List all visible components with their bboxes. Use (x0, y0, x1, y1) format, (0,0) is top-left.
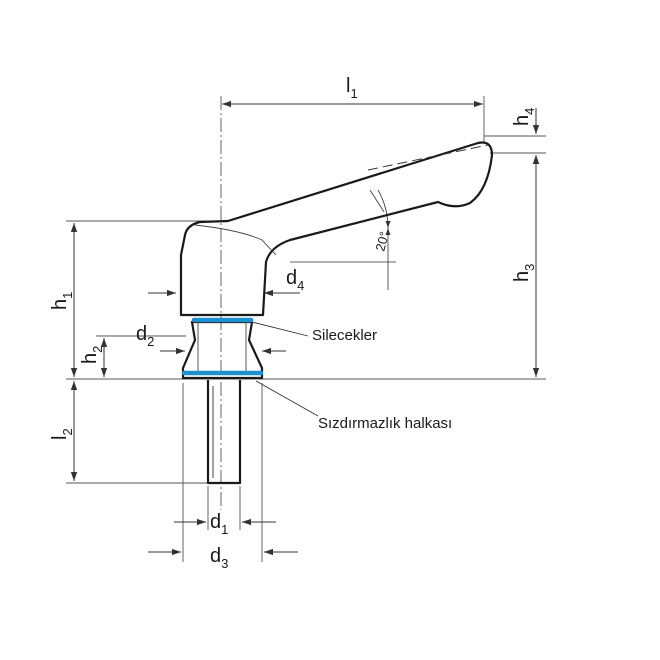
h1-label: h1 (49, 292, 75, 310)
threaded-stud (206, 380, 242, 485)
h3-label: h3 (511, 264, 537, 282)
angle-label: 20° (372, 230, 392, 253)
seals (181, 317, 264, 376)
hub-neck (181, 320, 264, 380)
l2-label: l2 (49, 428, 75, 440)
h2-label: h2 (79, 346, 105, 364)
angle-label-group: 20° (372, 230, 392, 253)
d2-label: d2 (136, 323, 154, 349)
wipers-callout: Silecekler (312, 327, 377, 344)
angle-arc (377, 189, 391, 229)
d1-label: d1 (210, 511, 228, 537)
h1-label-group: h1 (49, 292, 75, 310)
l1-label: l1 (346, 75, 358, 101)
wipers-leader (251, 321, 309, 337)
lever-section-line (369, 189, 385, 213)
d3-label: d3 (210, 545, 228, 571)
callout-leaders (251, 321, 319, 417)
h2-label-group: h2 (79, 346, 105, 364)
hub-details (194, 224, 277, 372)
seal-ring-leader (255, 380, 319, 417)
h4-label: h4 (511, 108, 537, 126)
d4-label: d4 (286, 267, 304, 293)
dimension-lines (70, 100, 540, 556)
lever-handle (179, 141, 494, 485)
seal-ring-callout: Sızdırmazlık halkası (318, 415, 452, 432)
phantom-line (367, 144, 489, 171)
h3-label-group: h3 (511, 264, 537, 282)
l2-label-group: l2 (49, 428, 75, 440)
lever-body (179, 141, 494, 317)
h4-label-group: h4 (511, 108, 537, 126)
